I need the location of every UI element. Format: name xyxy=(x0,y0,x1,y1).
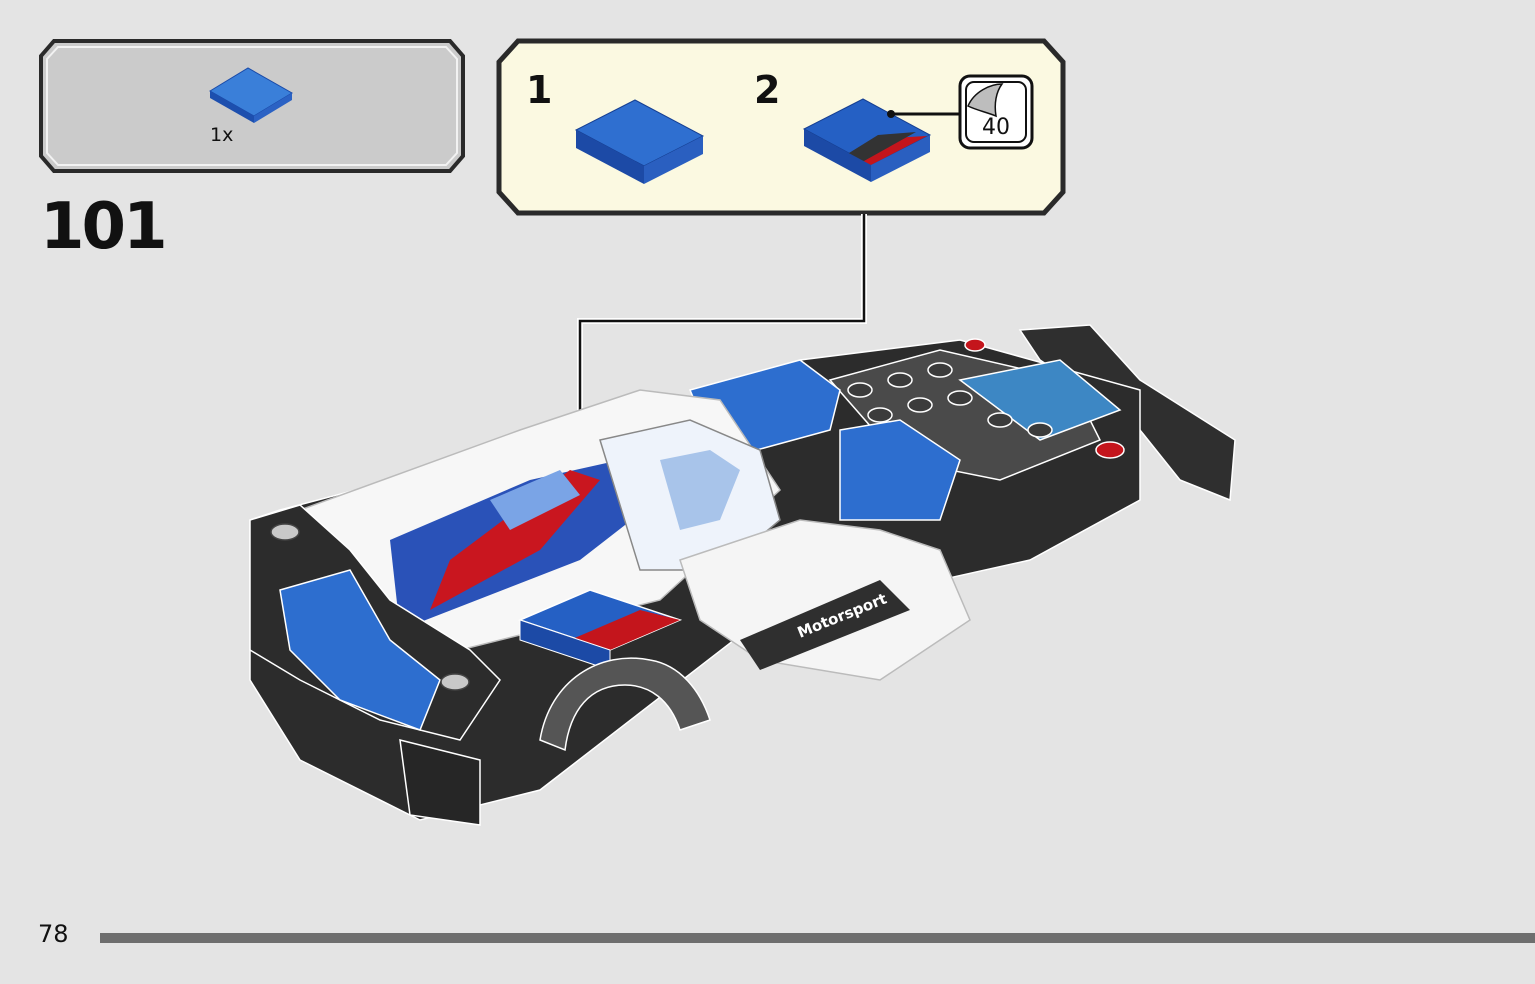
sticker-number: 40 xyxy=(982,115,1010,140)
blue-tile-2x2-icon xyxy=(209,67,293,123)
progress-bar xyxy=(100,933,1535,943)
page-number: 78 xyxy=(38,920,69,948)
parts-list-panel xyxy=(39,39,465,173)
race-car-model-icon: Motorsport xyxy=(249,324,1236,826)
sticker-sheet-icon xyxy=(958,74,1034,150)
part-quantity: 1x xyxy=(210,124,234,146)
substep-2-number: 2 xyxy=(754,68,781,112)
substep-1-number: 1 xyxy=(526,68,553,112)
substep-1-tile-icon xyxy=(574,99,705,184)
step-number: 101 xyxy=(40,190,168,264)
substep-2-stickered-tile-icon xyxy=(802,98,932,182)
progress-bar-fill xyxy=(100,933,1535,943)
substep-panel xyxy=(496,38,1066,216)
